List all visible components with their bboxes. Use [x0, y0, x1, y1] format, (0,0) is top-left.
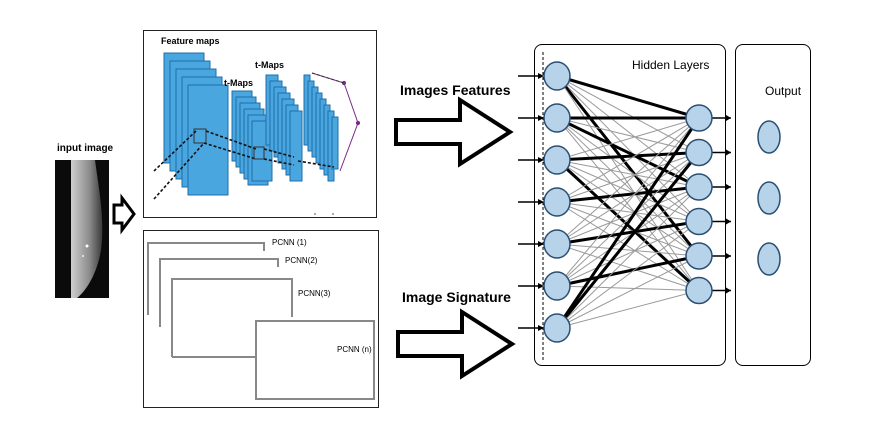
pcnn-panel: [143, 230, 379, 408]
hidden-layers-label: Hidden Layers: [632, 58, 710, 72]
output-layer-box: [735, 44, 811, 366]
tmap-stack-2: [265, 74, 303, 182]
pcnn-label-1: PCNN (1): [272, 238, 307, 247]
output-label: Output: [765, 84, 802, 98]
cnn-panel: [143, 30, 377, 218]
hidden-layer-box: [534, 44, 726, 366]
signature-arrow: [396, 308, 516, 380]
arrowhead: [726, 149, 731, 156]
fc-connection-lines: [311, 72, 361, 172]
receptive-field-lines: [153, 128, 335, 200]
arrowhead: [726, 218, 731, 225]
pcnn-label-n: PCNN (n): [337, 345, 372, 354]
feature-map-stack: [163, 52, 229, 196]
arrowhead: [726, 253, 731, 259]
tmaps-label-1: t-Maps: [224, 78, 253, 88]
feature-maps-label: Feature maps: [161, 36, 220, 46]
arrowhead: [726, 115, 731, 121]
pcnn-layer-1: [147, 242, 265, 315]
cnn-feature-maps-drawing: [153, 52, 361, 215]
tmaps-label-2: t-Maps: [255, 60, 284, 70]
input-image-label: input image: [57, 143, 114, 154]
arrowhead: [726, 184, 731, 190]
pcnn-layer-2: [159, 258, 279, 327]
image-signature-label: Image Signature: [402, 289, 511, 305]
pcnn-label-2: PCNN(2): [285, 256, 318, 265]
pcnn-label-3: PCNN(3): [298, 289, 331, 298]
images-features-label: Images Features: [400, 82, 511, 98]
pcnn-layers-drawing: [147, 242, 375, 400]
features-arrow: [394, 96, 514, 168]
mammogram-shape: [71, 160, 103, 298]
pcnn-layer-3: [171, 278, 293, 357]
tmap-stack-1: [231, 90, 273, 186]
arrowhead: [726, 287, 731, 294]
input-image-thumbnail: [55, 160, 109, 298]
pcnn-layer-n: [255, 320, 375, 400]
tmap-stack-3: [303, 74, 339, 182]
